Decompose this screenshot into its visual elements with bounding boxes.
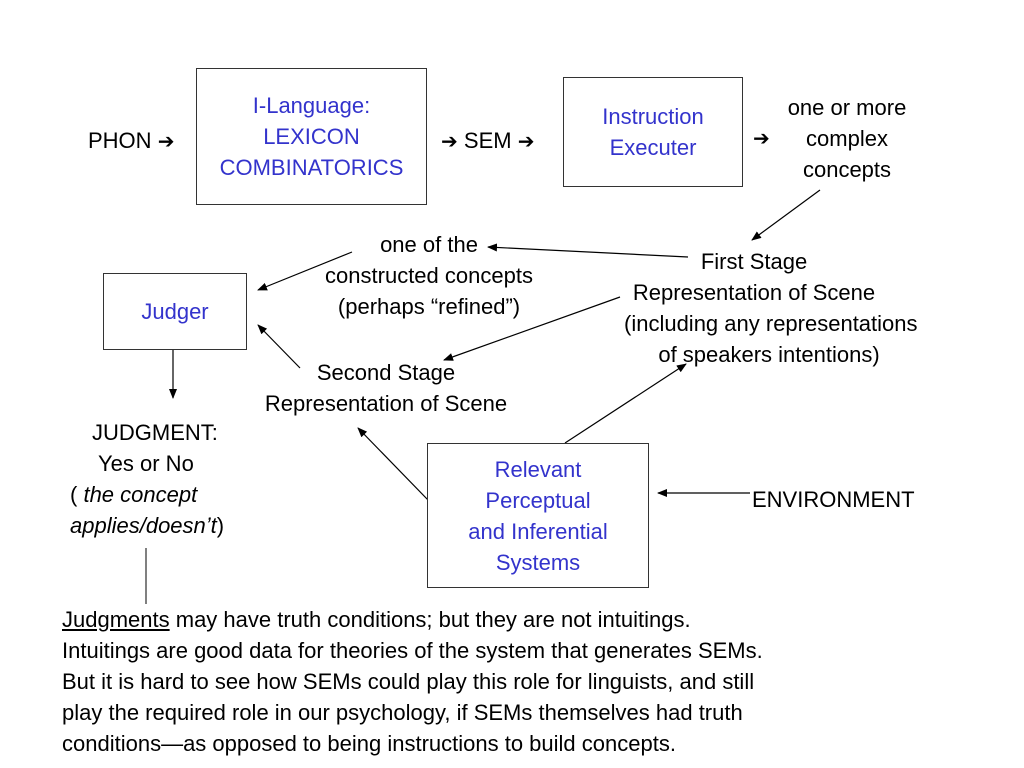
note-line4: play the required role in our psychology… (62, 700, 743, 725)
first-stage-label: First Stage Representation of Scene (inc… (592, 246, 918, 370)
sem-label: ➔ SEM ➔ (441, 125, 534, 157)
arrow-first-stage-to-constructed (487, 243, 689, 258)
judgment-applies-text: applies/doesn’t (70, 513, 217, 538)
perceptual-line3: and Inferential (468, 518, 608, 544)
first-stage-line4: of speakers intentions) (658, 342, 880, 367)
constructed-concepts-label: one of the constructed concepts (perhaps… (298, 229, 560, 322)
concepts-line1: one or more (787, 95, 907, 120)
executer-output-arrow: ➔ (753, 122, 770, 154)
second-stage-line2: Representation of Scene (264, 391, 508, 416)
constructed-line1: one of the (380, 232, 478, 257)
executer-line1: Instruction (602, 104, 704, 129)
judgment-open-paren: ( (70, 482, 84, 507)
arrow-perceptual-to-first-stage (564, 363, 687, 444)
right-arrow-icon: ➔ (157, 129, 175, 153)
note-line3: But it is hard to see how SEMs could pla… (62, 669, 755, 694)
complex-concepts-label: one or more complex concepts (777, 92, 917, 185)
i-language-box: I-Language: LEXICON COMBINATORICS (196, 68, 427, 205)
first-stage-line1: First Stage (700, 249, 808, 274)
judgment-line4: applies/doesn’t) (70, 510, 224, 541)
judgment-label: JUDGMENT: Yes or No ( the concept applie… (70, 417, 224, 541)
judgment-concept-text: the concept (83, 482, 198, 507)
judger-box: Judger (103, 273, 247, 350)
concepts-line3: concepts (802, 157, 892, 182)
right-arrow-icon: ➔ (753, 126, 770, 150)
right-arrow-icon: ➔ (517, 129, 535, 153)
judger-label: Judger (141, 299, 209, 324)
note-judgments-word: Judgments (62, 607, 170, 632)
first-stage-line2: Representation of Scene (632, 280, 876, 305)
second-stage-label: Second Stage Representation of Scene (242, 357, 530, 419)
executer-line2: Executer (609, 135, 697, 160)
judgment-line2: Yes or No (98, 451, 194, 476)
constructed-line3: (perhaps “refined”) (337, 294, 521, 319)
arrow-second-stage-to-judger (257, 324, 301, 369)
arrow-perceptual-to-second-stage (357, 427, 429, 501)
phon-label: PHON ➔ (88, 125, 174, 157)
combinatorics-label: COMBINATORICS (219, 155, 404, 180)
judgment-line3: ( the concept (70, 479, 224, 510)
judgments-note: Judgments may have truth conditions; but… (62, 604, 763, 759)
second-stage-line1: Second Stage (316, 360, 456, 385)
i-language-title: I-Language: (252, 93, 371, 118)
arrow-constructed-to-judger (257, 251, 353, 291)
arrow-concepts-to-first-stage (751, 189, 821, 241)
environment-label: ENVIRONMENT (752, 487, 915, 512)
judgment-close-paren: ) (216, 513, 225, 538)
lexicon-label: LEXICON (263, 124, 360, 149)
phon-text: PHON (88, 128, 152, 153)
sem-text: SEM (463, 128, 512, 153)
perceptual-line4: Systems (495, 549, 581, 575)
constructed-line2: constructed concepts (325, 263, 533, 288)
note-line2: Intuitings are good data for theories of… (62, 638, 763, 663)
perceptual-systems-box: Relevant Perceptual and Inferential Syst… (427, 443, 649, 588)
first-stage-line3: (including any representations (624, 311, 918, 336)
note-line1: Judgments may have truth conditions; but… (62, 604, 763, 635)
instruction-executer-box: Instruction Executer (563, 77, 743, 187)
note-line5: conditions—as opposed to being instructi… (62, 731, 676, 756)
note-line1-rest: may have truth conditions; but they are … (169, 607, 691, 632)
judgment-line1: JUDGMENT: (92, 420, 218, 445)
arrow-first-stage-to-second-stage (443, 296, 621, 361)
perceptual-line1: Relevant (494, 456, 582, 482)
perceptual-line2: Perceptual (485, 487, 591, 513)
concepts-line2: complex (806, 126, 888, 151)
right-arrow-icon: ➔ (441, 129, 458, 153)
